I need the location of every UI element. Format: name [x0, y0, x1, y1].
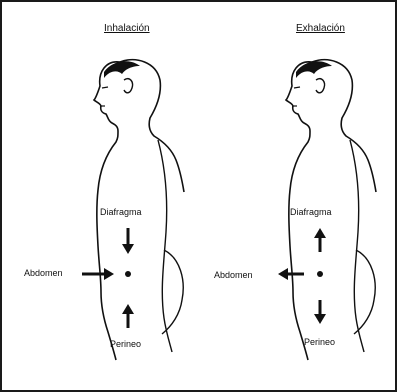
left-perineum-arrow-up-icon	[122, 304, 134, 328]
right-abdomen-arrow-left-icon	[278, 268, 304, 280]
left-abdomen-arrow-right-icon	[82, 268, 114, 280]
right-abdomen-label: Abdomen	[214, 271, 253, 280]
left-heading: Inhalación	[104, 24, 150, 34]
right-perineum-label: Perineo	[304, 338, 335, 347]
right-diaphragm-arrow-up-icon	[314, 228, 326, 252]
left-diaphragm-arrow-down-icon	[122, 228, 134, 254]
left-perineum-label: Perineo	[110, 340, 141, 349]
right-diaphragm-label: Diafragma	[290, 208, 332, 217]
right-heading: Exhalación	[296, 24, 345, 34]
right-perineum-arrow-down-icon	[314, 300, 326, 324]
left-abdomen-label: Abdomen	[24, 269, 63, 278]
left-diaphragm-label: Diafragma	[100, 208, 142, 217]
